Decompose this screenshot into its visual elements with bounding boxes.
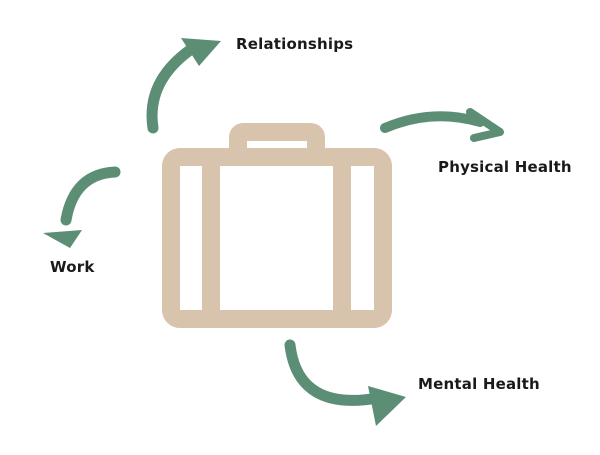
briefcase-icon — [162, 123, 392, 328]
label-physical-health: Physical Health — [438, 158, 572, 176]
label-mental-health: Mental Health — [418, 375, 540, 393]
arrow-mental-health-icon — [284, 339, 406, 426]
briefcase-body — [162, 148, 392, 328]
arrow-physical-health-icon — [380, 108, 504, 142]
arrow-work-icon — [43, 166, 121, 248]
label-relationships: Relationships — [236, 35, 354, 53]
briefcase-handle — [229, 123, 325, 158]
arrow-relationships-icon — [146, 38, 221, 134]
label-work: Work — [50, 258, 95, 276]
